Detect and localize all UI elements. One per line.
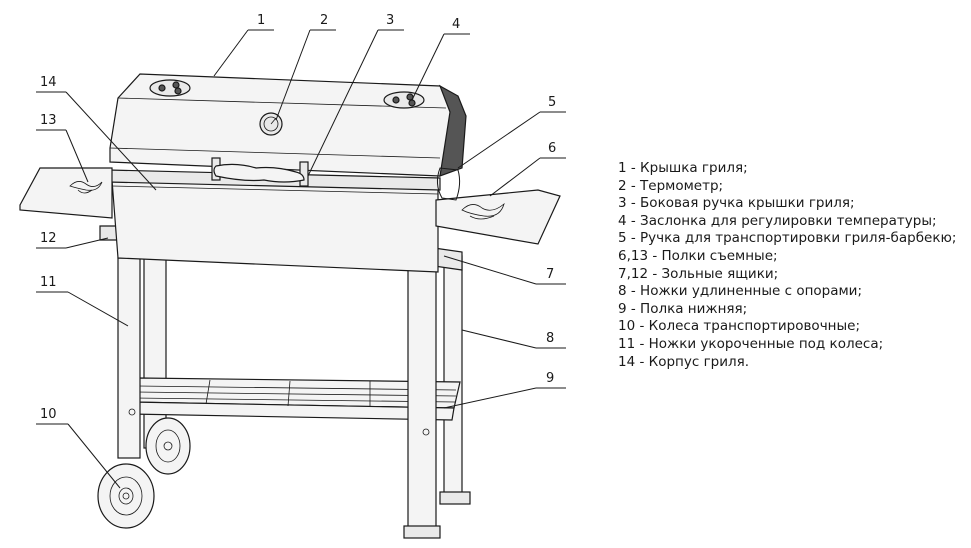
rear-wheel — [145, 417, 191, 475]
callout-11: 11 — [40, 275, 57, 290]
rear-right-leg — [443, 255, 463, 497]
front-right-foot — [403, 525, 441, 539]
legend-item: 11 - Ножки укороченные под колеса; — [618, 335, 884, 352]
grill-body — [107, 169, 441, 273]
front-left-leg — [117, 257, 141, 459]
lower-shelf — [129, 377, 461, 421]
parts-legend: 1 - Крышка гриля; 2 - Термометр; 3 - Бок… — [618, 160, 956, 371]
legend-item: 10 - Колеса транспортировочные; — [618, 318, 861, 335]
front-right-leg — [407, 261, 437, 533]
thermometer-icon — [259, 112, 283, 136]
lid-handle — [211, 157, 309, 187]
legend-item: 8 - Ножки удлиненные с опорами; — [618, 283, 863, 300]
rear-right-foot — [439, 491, 471, 505]
callout-10: 10 — [40, 407, 57, 422]
damper-left — [149, 79, 191, 97]
callout-1: 1 — [257, 13, 265, 28]
front-wheel — [97, 463, 155, 529]
legend-item: 7,12 - Зольные ящики; — [618, 265, 779, 282]
leader-lines — [36, 29, 566, 489]
callout-6: 6 — [548, 141, 556, 156]
legend-item: 1 - Крышка гриля; — [618, 160, 748, 176]
legend-item: 14 - Корпус гриля. — [618, 353, 750, 370]
callout-4: 4 — [452, 17, 460, 32]
legend-item: 2 - Термометр; — [618, 177, 724, 194]
transport-handle — [436, 167, 461, 201]
legend-item: 4 - Заслонка для регулировки температуры… — [618, 212, 937, 229]
callout-14: 14 — [40, 75, 57, 90]
grill-lid — [109, 73, 467, 177]
legend-item: 3 - Боковая ручка крышки гриля; — [618, 195, 855, 212]
side-shelf-left — [19, 167, 113, 219]
legend-item: 6,13 - Полки съемные; — [618, 247, 778, 264]
callout-7: 7 — [546, 267, 554, 282]
callout-12: 12 — [40, 231, 57, 246]
callout-2: 2 — [320, 13, 328, 28]
callout-8: 8 — [546, 331, 554, 346]
callout-5: 5 — [548, 95, 556, 110]
callout-13: 13 — [40, 113, 57, 128]
callout-3: 3 — [386, 13, 394, 28]
callout-labels: 1 2 3 4 5 6 7 8 9 10 11 12 13 14 — [40, 13, 556, 422]
callout-9: 9 — [546, 371, 554, 386]
side-shelf-right — [435, 189, 561, 245]
legend-item: 5 - Ручка для транспортировки гриля-барб… — [618, 230, 957, 247]
legend-item: 9 - Полка нижняя; — [618, 300, 748, 317]
damper-right — [383, 91, 425, 109]
